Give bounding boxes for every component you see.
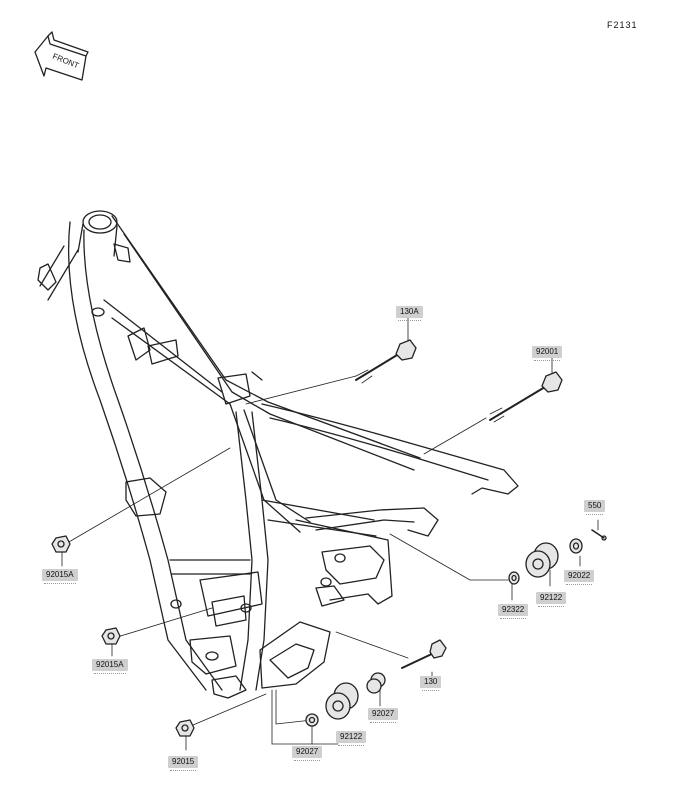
- part-label-92027-right: 92027: [368, 708, 399, 723]
- bolt-130a: [355, 339, 417, 384]
- collar-92027-right: [366, 672, 386, 694]
- part-label-92122-right: 92122: [536, 592, 567, 607]
- bushing-92122-right: [525, 542, 559, 578]
- part-label-92122-lower: 92122: [336, 731, 367, 746]
- cotter-pin-550: [591, 529, 607, 541]
- bolt-130: [401, 639, 447, 669]
- frame-tubes: [39, 215, 519, 699]
- part-label-92322: 92322: [498, 604, 529, 619]
- bushing-92122-lower: [325, 682, 359, 720]
- part-label-130: 130: [420, 676, 442, 691]
- nut-92015a-lower: [101, 627, 121, 645]
- nut-92015: [175, 719, 195, 737]
- part-label-92015a-upper: 92015A: [42, 569, 78, 584]
- washer-92322: [508, 571, 520, 585]
- figure-code: F2131: [607, 20, 638, 30]
- nut-92015a-upper: [51, 535, 71, 553]
- front-arrow-icon: FRONT: [34, 31, 89, 81]
- part-label-92001: 92001: [532, 346, 563, 361]
- part-label-550: 550: [584, 500, 606, 515]
- part-label-92027-lower: 92027: [292, 746, 323, 761]
- part-label-130a: 130A: [396, 306, 423, 321]
- part-label-92022: 92022: [564, 570, 595, 585]
- part-label-92015a-lower: 92015A: [92, 659, 128, 674]
- collar-92027-lower: [305, 713, 319, 727]
- part-label-92015: 92015: [168, 756, 199, 771]
- washer-92022: [569, 538, 583, 554]
- bolt-92001: [489, 371, 563, 423]
- steering-head: [37, 210, 131, 317]
